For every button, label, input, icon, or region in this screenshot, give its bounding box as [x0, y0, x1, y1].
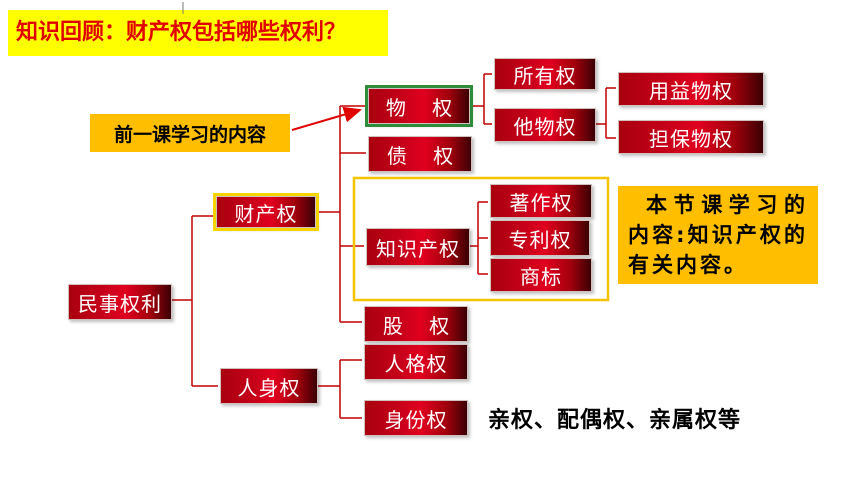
node-debt-right: 债 权 — [368, 136, 472, 172]
node-trademark: 商标 — [490, 258, 592, 292]
identity-rights-examples: 亲权、配偶权、亲属权等 — [488, 408, 742, 433]
node-real-right: 物 权 — [365, 85, 473, 127]
node-copyright: 著作权 — [490, 184, 592, 218]
callout-previous-lesson: 前一课学习的内容 — [90, 114, 290, 152]
node-personality-right: 人格权 — [364, 344, 468, 380]
node-security-right: 担保物权 — [618, 120, 764, 154]
arrow-to-real-right — [291, 106, 362, 131]
node-property-right: 财产权 — [213, 193, 319, 231]
node-patent: 专利权 — [490, 220, 590, 256]
node-ip-right: 知识产权 — [366, 228, 470, 266]
node-ownership: 所有权 — [494, 58, 596, 90]
page-title: 知识回顾：财产权包括哪些权利？ — [8, 10, 388, 56]
callout-current-lesson: 本节课学习的内容:知识产权的有关内容。 — [618, 186, 818, 284]
node-usufruct: 用益物权 — [618, 72, 764, 106]
node-other-real-right: 他物权 — [494, 108, 596, 142]
node-identity-right: 身份权 — [364, 400, 468, 436]
node-equity: 股 权 — [364, 306, 468, 342]
ip-frame — [352, 176, 610, 302]
node-personal-right: 人身权 — [220, 368, 318, 404]
node-civil-rights: 民事权利 — [68, 284, 172, 320]
